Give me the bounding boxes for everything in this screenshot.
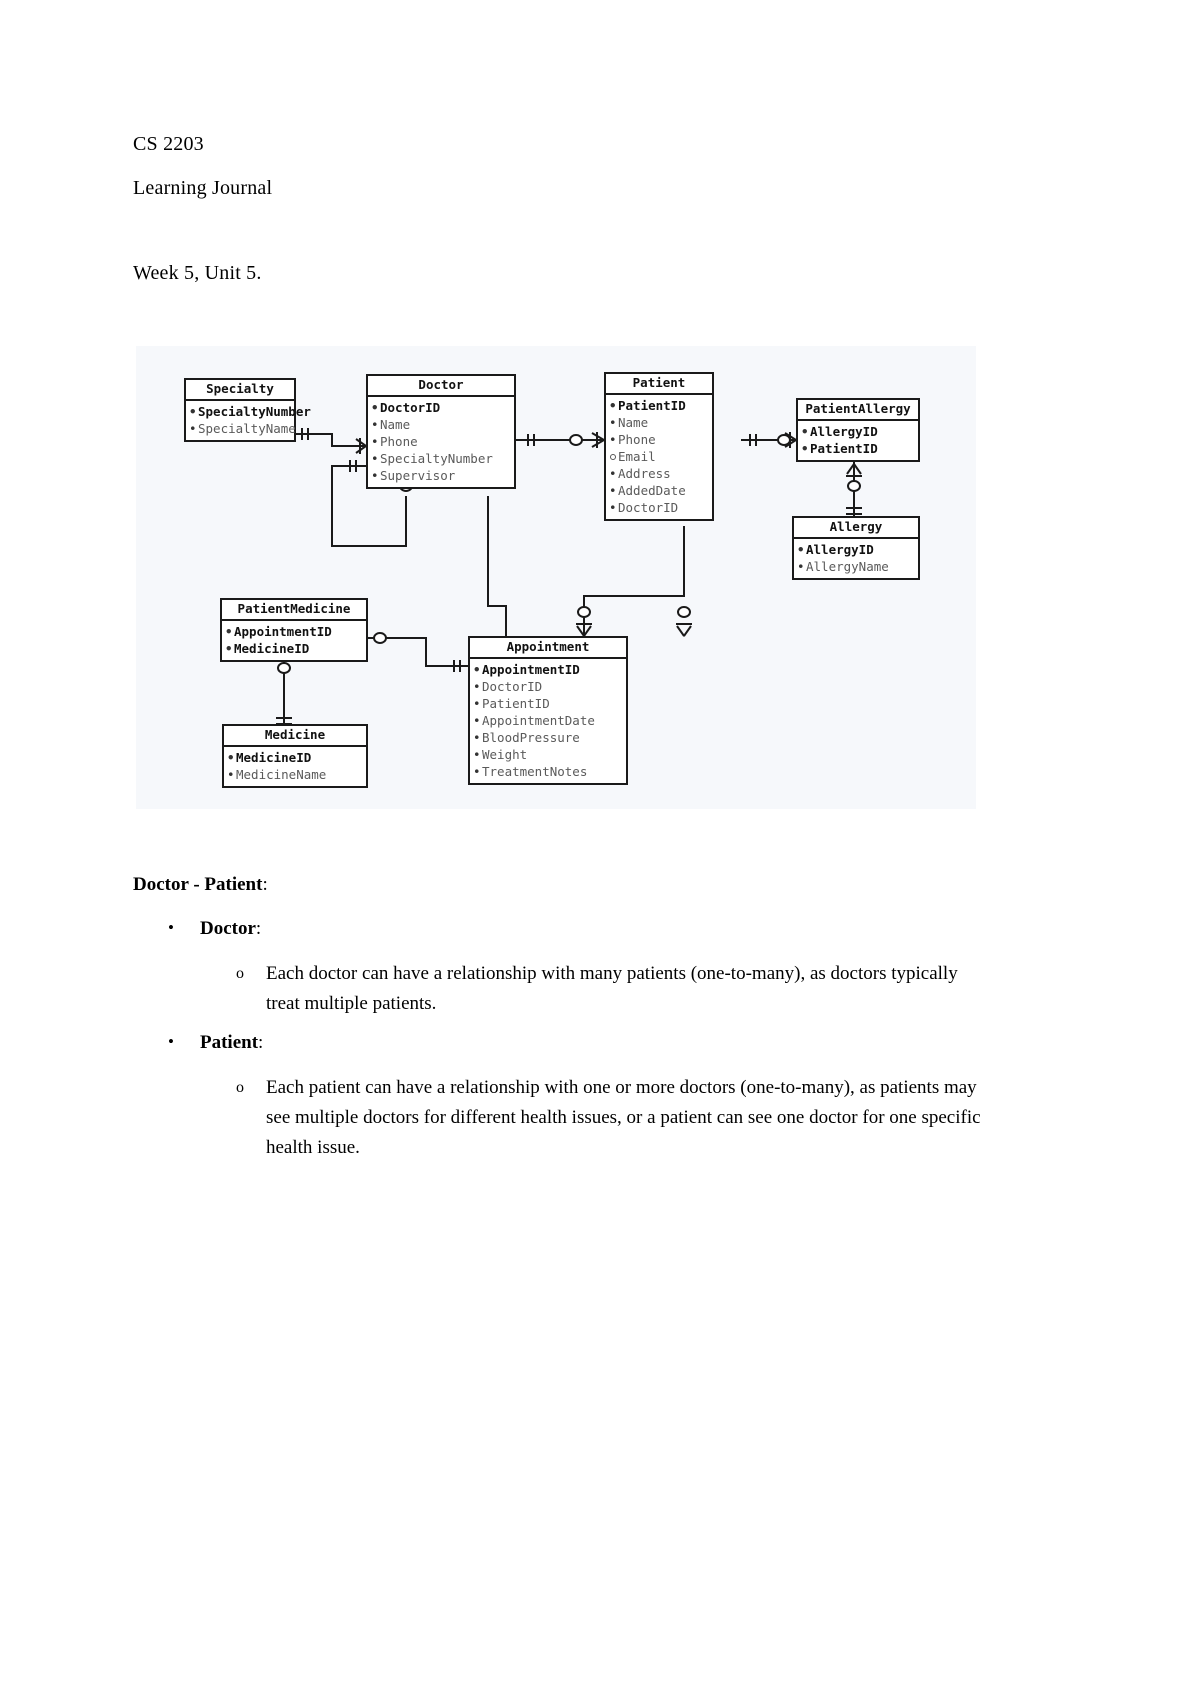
list-item-label: Doctor: [200, 918, 256, 939]
entity-title: Doctor: [368, 376, 514, 398]
attribute: AppointmentID: [473, 661, 623, 678]
attribute: PatientID: [801, 440, 915, 457]
entity-patientmedicine: PatientMedicine AppointmentID MedicineID: [220, 598, 368, 663]
entity-title: Medicine: [224, 726, 366, 748]
attribute: Name: [371, 416, 511, 433]
entity-title: Patient: [606, 374, 712, 396]
section-heading-text: Doctor - Patient: [133, 874, 263, 895]
er-diagram-panel: Specialty SpecialtyNumber SpecialtyName …: [136, 346, 976, 809]
attribute: AllergyName: [797, 558, 915, 575]
document-title: Learning Journal: [133, 177, 273, 199]
attribute-list: DoctorID Name Phone SpecialtyNumber Supe…: [368, 397, 514, 487]
attribute: SpecialtyNumber: [189, 403, 311, 420]
entity-allergy: Allergy AllergyID AllergyName: [792, 516, 920, 581]
attribute: Phone: [371, 433, 511, 450]
section-heading: Doctor - Patient:: [133, 874, 268, 896]
attribute: Name: [609, 414, 709, 431]
attribute: Phone: [609, 431, 709, 448]
attribute: AddedDate: [609, 482, 709, 499]
attribute: SpecialtyName: [189, 420, 296, 437]
entity-appointment: Appointment AppointmentID DoctorID Patie…: [468, 636, 628, 786]
course-code: CS 2203: [133, 133, 204, 155]
circle-bullet-icon: o: [236, 1079, 244, 1096]
attribute: MedicineID: [225, 640, 363, 657]
attribute: DoctorID: [473, 678, 623, 695]
attribute: Address: [609, 465, 709, 482]
list-item-colon: :: [255, 918, 262, 939]
attribute-list: MedicineID MedicineName: [224, 747, 366, 786]
week-unit-line: Week 5, Unit 5.: [133, 262, 262, 284]
list-item-colon: :: [258, 1032, 264, 1053]
section-heading-colon: :: [262, 874, 268, 895]
sub-list-item-text: Each doctor can have a relationship with…: [266, 963, 958, 1014]
attribute: MedicineID: [227, 749, 363, 766]
attribute: BloodPressure: [473, 729, 623, 746]
entity-title: Appointment: [470, 638, 626, 660]
entity-title: PatientAllergy: [798, 400, 918, 422]
attribute: Email: [609, 448, 709, 465]
circle-bullet-icon: o: [236, 965, 244, 982]
attribute-list: AppointmentID MedicineID: [222, 621, 366, 660]
bullet-icon: •: [168, 1032, 174, 1051]
attribute: PatientID: [609, 397, 709, 414]
entity-title: Allergy: [794, 518, 918, 540]
sub-list-item: o Each doctor can have a relationship wi…: [236, 959, 981, 1019]
attribute: SpecialtyNumber: [371, 450, 511, 467]
entity-patientallergy: PatientAllergy AllergyID PatientID: [796, 398, 920, 463]
list-item: • Patient:: [168, 1032, 264, 1054]
sub-list-item-text: Each patient can have a relationship wit…: [266, 1077, 981, 1158]
list-item: • Doctor:: [168, 918, 262, 940]
attribute: AppointmentDate: [473, 712, 623, 729]
bullet-icon: •: [168, 918, 174, 937]
er-connector-lines: [276, 428, 862, 728]
attribute: AllergyID: [797, 541, 915, 558]
entity-medicine: Medicine MedicineID MedicineName: [222, 724, 368, 789]
attribute: DoctorID: [609, 499, 709, 516]
attribute: PatientID: [473, 695, 623, 712]
attribute: DoctorID: [371, 399, 511, 416]
attribute: Weight: [473, 746, 623, 763]
attribute: AllergyID: [801, 423, 915, 440]
attribute-list: AllergyID AllergyName: [794, 539, 918, 578]
entity-title: Specialty: [186, 380, 294, 402]
attribute-list: AllergyID PatientID: [798, 421, 918, 460]
entity-doctor: Doctor DoctorID Name Phone SpecialtyNumb…: [366, 374, 516, 490]
attribute-list: SpecialtyNumber SpecialtyName: [186, 401, 311, 440]
sub-list-item: o Each patient can have a relationship w…: [236, 1073, 981, 1163]
entity-title: PatientMedicine: [222, 600, 366, 622]
attribute: TreatmentNotes: [473, 763, 623, 780]
attribute-list: AppointmentID DoctorID PatientID Appoint…: [470, 659, 626, 783]
attribute: MedicineName: [227, 766, 363, 783]
attribute: Supervisor: [371, 467, 511, 484]
attribute-list: PatientID Name Phone Email Address Added…: [606, 395, 712, 519]
list-item-label: Patient: [200, 1032, 259, 1053]
entity-specialty: Specialty SpecialtyNumber SpecialtyName: [184, 378, 311, 443]
attribute: AppointmentID: [225, 623, 363, 640]
entity-patient: Patient PatientID Name Phone Email Addre…: [604, 372, 714, 522]
